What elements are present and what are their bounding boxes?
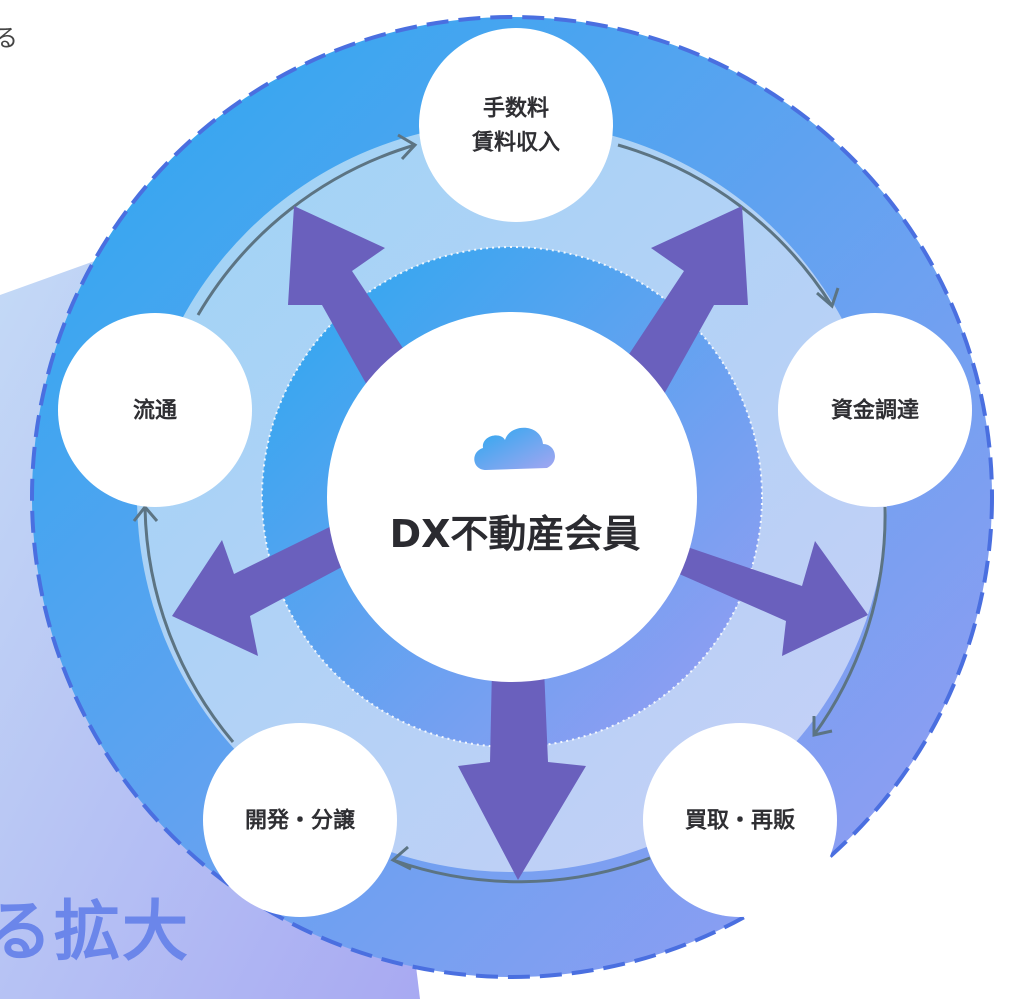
center-label: DX不動産会員 [390, 512, 641, 556]
cycle-arrows [132, 133, 887, 884]
cycle-arrow-fees-to-funding [617, 143, 834, 307]
center-circle [327, 312, 697, 682]
cycle-arrow-purchase-to-development [392, 856, 651, 884]
cycle-arrow-head-distribution-to-fees [397, 133, 418, 161]
node-purchase: 買取・再販 [643, 723, 837, 917]
cloud-icon [474, 427, 555, 470]
node-funding: 資金調達 [778, 313, 972, 507]
node-circle-fees [419, 28, 613, 222]
radial-arrow-purchase [658, 537, 868, 656]
center-node: DX不動産会員 [327, 312, 697, 682]
node-label-purchase: 買取・再販 [685, 809, 796, 834]
node-label-funding: 資金調達 [831, 398, 919, 424]
cycle-arrow-funding-to-purchase [812, 506, 887, 736]
outer-dashed-border [30, 15, 994, 979]
node-circle-funding [778, 313, 972, 507]
cycle-arrow-head-development [390, 845, 412, 871]
node-distribution: 流通 [58, 313, 252, 507]
inner-dotted-border [261, 246, 763, 748]
cycle-arrow-head-purchase [812, 716, 833, 737]
node-label-development: 開発・分譲 [245, 808, 356, 834]
node-circle-distribution [58, 313, 252, 507]
node-label-fees: 手数料 [483, 96, 549, 122]
radial-arrow-funding [612, 206, 748, 412]
radial-arrow-distribution [172, 516, 370, 656]
cycle-arrow-head-fees-to-funding [816, 287, 840, 309]
node-label-fees: 賃料収入 [471, 131, 560, 156]
cycle-arrow-distribution-to-fees [196, 143, 416, 316]
radial-arrows [172, 206, 868, 880]
node-label-distribution: 流通 [133, 398, 177, 424]
node-development: 開発・分譲 [203, 723, 397, 917]
partial-text-top: る [0, 24, 19, 52]
node-circle-purchase [643, 723, 837, 917]
cycle-arrow-development-to-distribution [143, 506, 235, 743]
radial-arrow-development [458, 668, 586, 880]
cycle-arrow-head-distribution [132, 504, 159, 522]
node-circle-development [203, 723, 397, 917]
partial-text-bottom: る拡大 [0, 893, 190, 970]
